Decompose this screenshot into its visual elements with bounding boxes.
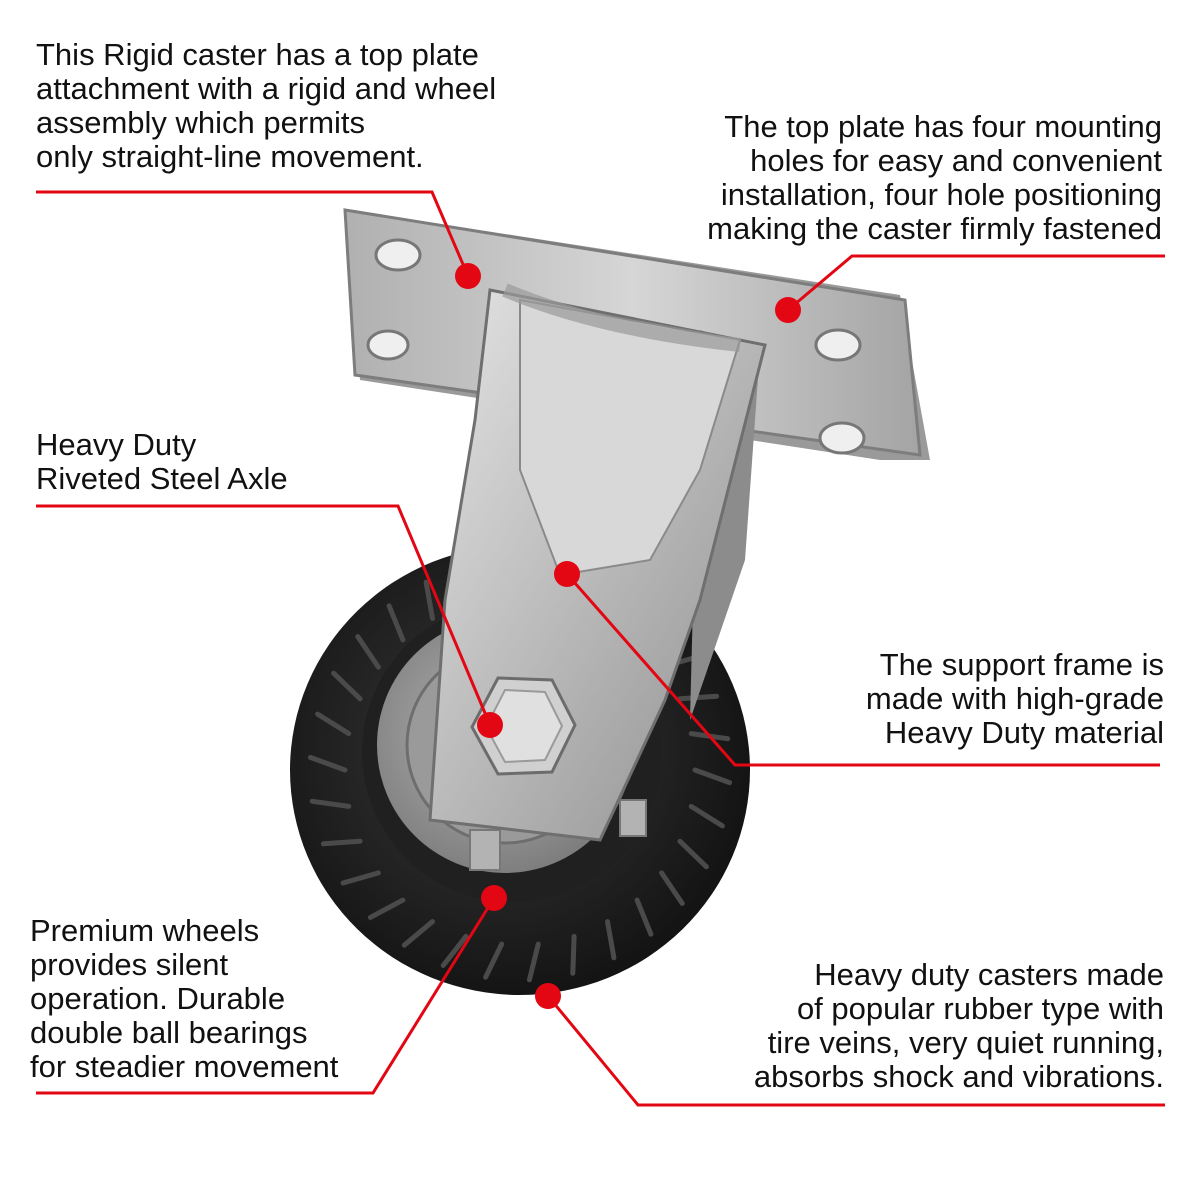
callout-line: for steadier movement: [30, 1049, 339, 1084]
tread-mark: [401, 919, 435, 948]
tread-mark: [386, 603, 406, 643]
callout-line: of popular rubber type with: [796, 991, 1164, 1026]
callout-rubber: Heavy duty casters made of popular rubbe…: [754, 958, 1164, 1094]
callout-markers: [455, 263, 801, 1009]
callout-line: making the caster firmly fastened: [707, 211, 1162, 246]
tread-mark: [320, 838, 363, 847]
tread-mark: [315, 711, 352, 737]
callout-line: This Rigid caster has a top plate: [36, 37, 479, 72]
callout-top-plate: The top plate has four mounting holes fo…: [707, 110, 1162, 246]
callout-rigid-caster: This Rigid caster has a top plate attach…: [36, 38, 496, 174]
tread-mark: [367, 897, 406, 920]
tread-mark: [570, 933, 577, 976]
marker-dot: [455, 263, 481, 289]
tread-mark: [340, 870, 381, 886]
callout-line: Riveted Steel Axle: [36, 461, 288, 496]
callout-line: provides silent: [30, 947, 229, 982]
tread-mark: [692, 767, 733, 786]
callout-line: double ball bearings: [30, 1015, 308, 1050]
mounting-hole: [814, 328, 862, 362]
callout-line: operation. Durable: [30, 981, 286, 1016]
tread-mark: [659, 870, 685, 906]
callout-line: Heavy Duty: [36, 427, 197, 462]
tread-mark: [605, 919, 617, 961]
tread-mark: [309, 798, 352, 809]
callout-line: The support frame is: [879, 647, 1164, 682]
marker-dot: [477, 712, 503, 738]
callout-line: assembly which permits: [36, 105, 366, 140]
tread-mark: [355, 634, 381, 670]
tread-mark: [526, 941, 541, 983]
tread-mark: [307, 754, 348, 773]
mounting-hole: [374, 238, 422, 272]
mounting-hole: [366, 329, 410, 361]
callout-line: made with high-grade: [865, 681, 1164, 716]
mounting-hole: [818, 421, 866, 455]
callout-line: only straight-line movement.: [36, 139, 424, 174]
tread-mark: [331, 670, 363, 702]
tread-mark: [677, 838, 709, 870]
callout-line: Heavy Duty material: [884, 715, 1164, 750]
marker-dot: [554, 561, 580, 587]
callout-line: The top plate has four mounting: [724, 109, 1162, 144]
leader-lines: [36, 190, 1165, 1107]
callout-axle: Heavy Duty Riveted Steel Axle: [36, 428, 288, 496]
marker-dot: [535, 983, 561, 1009]
tread-mark: [483, 941, 505, 980]
marker-dot: [481, 885, 507, 911]
tread-mark: [677, 693, 720, 702]
tread-mark: [423, 579, 435, 621]
tread-mark: [688, 803, 725, 829]
callout-line: holes for easy and convenient: [750, 143, 1162, 178]
callout-line: attachment with a rigid and wheel: [36, 71, 497, 106]
tread-mark: [440, 933, 469, 968]
callout-line: Premium wheels: [30, 913, 260, 948]
callout-line: installation, four hole positioning: [720, 177, 1162, 212]
callout-support-frame: The support frame is made with high-grad…: [866, 648, 1164, 750]
callout-line: Heavy duty casters made: [814, 957, 1164, 992]
tread-mark: [634, 897, 654, 937]
callout-line: tire veins, very quiet running,: [767, 1025, 1164, 1060]
callout-line: absorbs shock and vibrations.: [753, 1059, 1164, 1094]
callout-wheels: Premium wheels provides silent operation…: [30, 914, 338, 1084]
marker-dot: [775, 297, 801, 323]
